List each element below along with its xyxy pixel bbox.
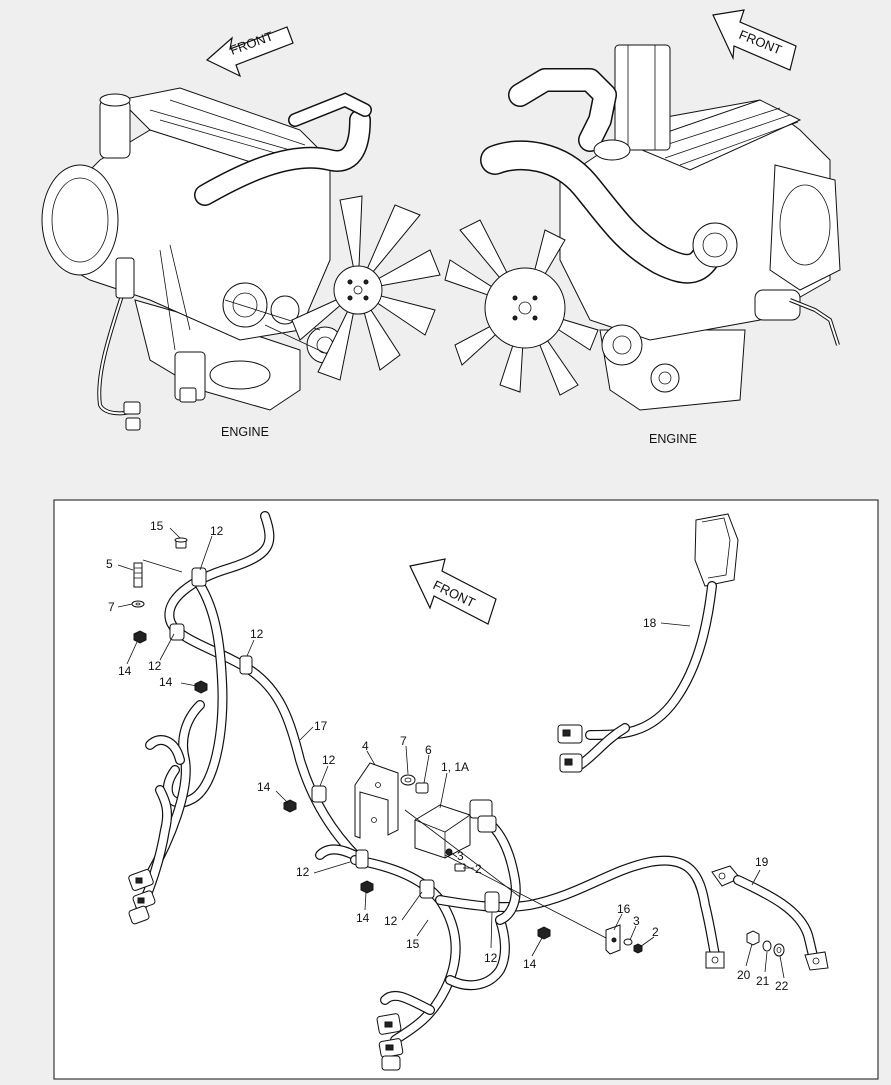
callout-1-1a: 1, 1A bbox=[441, 760, 469, 774]
callout-18: 18 bbox=[643, 616, 657, 630]
callout-4: 4 bbox=[362, 739, 369, 753]
callout-7: 7 bbox=[400, 734, 407, 748]
callout-7: 7 bbox=[108, 600, 115, 614]
callout-14: 14 bbox=[159, 675, 173, 689]
engine-right-fan bbox=[444, 219, 599, 396]
callout-12: 12 bbox=[322, 753, 336, 767]
callout-2: 2 bbox=[652, 925, 659, 939]
callout-20: 20 bbox=[737, 968, 751, 982]
harness-18 bbox=[557, 513, 739, 773]
callout-14: 14 bbox=[118, 664, 132, 678]
callout-21: 21 bbox=[756, 974, 770, 988]
callout-5: 5 bbox=[106, 557, 113, 571]
callout-22: 22 bbox=[775, 979, 789, 993]
callout-15: 15 bbox=[150, 519, 164, 533]
clamps-12 bbox=[169, 567, 500, 913]
engine-left-drawing bbox=[41, 87, 441, 431]
front-arrow-left: FRONT bbox=[205, 26, 294, 78]
bracket-and-relay bbox=[354, 762, 611, 941]
engine-left-fan bbox=[291, 195, 441, 381]
stud-assembly bbox=[131, 537, 188, 608]
callout-12: 12 bbox=[250, 627, 264, 641]
callout-12: 12 bbox=[148, 659, 162, 673]
callout-17: 17 bbox=[314, 719, 328, 733]
callout-15: 15 bbox=[406, 937, 420, 951]
callout-14: 14 bbox=[356, 911, 370, 925]
callout-3: 3 bbox=[457, 849, 464, 863]
callout-12: 12 bbox=[384, 914, 398, 928]
callout-2: 2 bbox=[475, 862, 482, 876]
callout-19: 19 bbox=[755, 855, 769, 869]
callout-12: 12 bbox=[296, 865, 310, 879]
engine-right-drawing bbox=[444, 44, 841, 411]
callout-14: 14 bbox=[523, 957, 537, 971]
callout-14: 14 bbox=[257, 780, 271, 794]
leader-lines bbox=[117, 527, 785, 979]
bolts-14 bbox=[133, 630, 551, 940]
callout-12: 12 bbox=[484, 951, 498, 965]
callout-labels: 15 12 5 7 14 12 12 14 17 4 7 6 1, 1A 14 … bbox=[106, 519, 789, 993]
engine-right-caption: ENGINE bbox=[649, 432, 697, 446]
front-arrow-right: FRONT bbox=[712, 9, 797, 71]
bracket-16 bbox=[605, 924, 643, 955]
callout-3: 3 bbox=[633, 914, 640, 928]
engine-left-caption: ENGINE bbox=[221, 425, 269, 439]
callout-6: 6 bbox=[425, 743, 432, 757]
callout-16: 16 bbox=[617, 902, 631, 916]
ground-cable-19 bbox=[711, 865, 829, 971]
callout-12: 12 bbox=[210, 524, 224, 538]
harness-15 bbox=[350, 815, 725, 1071]
